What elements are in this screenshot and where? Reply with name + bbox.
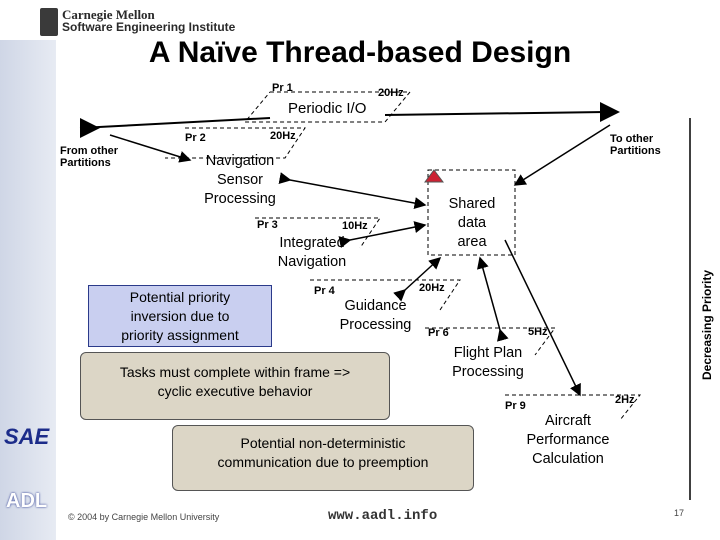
flight-plan-line: Processing	[452, 364, 524, 380]
guidance-line: Guidance	[344, 298, 407, 314]
aircraft-line: Aircraft	[545, 413, 591, 429]
io-rate: 20Hz	[378, 87, 404, 99]
guidance-box	[310, 279, 461, 311]
pr2-label: Pr 2	[185, 132, 206, 144]
note-line: priority assignment	[121, 327, 239, 343]
shared-data-line: area	[457, 234, 487, 250]
io-bus-right	[384, 111, 606, 116]
logo-line-1: Carnegie Mellon	[62, 7, 155, 22]
guidance-line: Processing	[339, 317, 412, 333]
flight-plan-task: Flight Plan Processing	[438, 344, 538, 382]
nav-sensor-line: Processing	[204, 191, 276, 207]
aircraft-box	[505, 394, 642, 421]
io-bus-left	[79, 117, 271, 129]
slide-title: A Naïve Thread-based Design	[148, 36, 572, 69]
integrated-nav-rate: 10Hz	[342, 220, 368, 232]
left-decorative-bar	[0, 40, 56, 540]
arrow-guidance-to-shared	[393, 256, 442, 302]
nav-sensor-box	[165, 127, 306, 159]
shared-data-area: Shared data area	[436, 195, 508, 252]
note-line: Potential priority	[129, 289, 231, 305]
arrow-shared-to-aircraft	[504, 239, 581, 397]
nav-sensor-line: Navigation	[205, 153, 275, 169]
arrow-integrated-to-shared	[338, 221, 427, 248]
note-line: Potential non-deterministic	[240, 435, 406, 451]
website-url: www.aadl.info	[328, 508, 438, 524]
to-partition-triangle	[600, 102, 620, 122]
to-other-partitions: To other Partitions	[610, 133, 661, 157]
aircraft-line: Performance	[526, 432, 610, 448]
shared-data-line: Shared	[448, 196, 496, 212]
shared-data-box	[427, 169, 516, 256]
nav-sensor-task: Navigation Sensor Processing	[185, 152, 295, 209]
guidance-rate: 20Hz	[419, 282, 445, 294]
sae-logo: SAE	[4, 424, 50, 449]
note-line: communication due to preemption	[217, 454, 429, 470]
page-number: 17	[674, 508, 685, 518]
adl-logo: ADL	[6, 490, 48, 512]
integrated-nav-line: Integrated	[279, 235, 345, 251]
shared-data-line: data	[457, 215, 487, 231]
frame-note: Tasks must complete within frame => cycl…	[80, 352, 390, 420]
aircraft-rate: 2Hz	[615, 394, 635, 406]
arrow-io-to-nav	[109, 134, 192, 163]
pr6-label: Pr 6	[428, 327, 449, 339]
priority-inversion-note: Potential priority inversion due to prio…	[88, 285, 272, 347]
integrated-nav-line: Navigation	[277, 254, 347, 270]
arrow-flight-to-shared	[477, 256, 509, 342]
cmu-logo-icon	[40, 8, 58, 36]
pr9-label: Pr 9	[505, 400, 526, 412]
nav-sensor-line: Sensor	[217, 172, 263, 188]
copyright: © 2004 by Carnegie Mellon University	[68, 512, 220, 522]
shared-data-icon	[424, 169, 444, 183]
from-other-partitions: From other Partitions	[60, 145, 119, 169]
logo-line-2: Software Engineering Institute	[62, 20, 236, 34]
note-line: Tasks must complete within frame =>	[119, 364, 351, 380]
arrow-nav-to-shared	[278, 172, 427, 209]
aircraft-task: Aircraft Performance Calculation	[512, 412, 624, 469]
decreasing-priority-label: Decreasing Priority	[700, 269, 714, 380]
pr3-label: Pr 3	[257, 219, 278, 231]
note-line: cyclic executive behavior	[157, 383, 313, 399]
arrow-io-to-shared	[513, 124, 611, 186]
pr1-label: Pr 1	[272, 82, 293, 94]
guidance-task: Guidance Processing	[328, 297, 423, 335]
io-bus	[243, 91, 412, 123]
cmu-logo: Carnegie Mellon Software Engineering Ins…	[62, 8, 235, 34]
pr4-label: Pr 4	[314, 285, 335, 297]
nondeterministic-note: Potential non-deterministic communicatio…	[172, 425, 474, 491]
integrated-nav-task: Integrated Navigation	[262, 234, 362, 272]
note-line: inversion due to	[130, 308, 230, 324]
flight-plan-line: Flight Plan	[453, 345, 523, 361]
flight-plan-rate: 5Hz	[528, 326, 548, 338]
aircraft-line: Calculation	[532, 451, 604, 467]
periodic-io-label: Periodic I/O	[288, 100, 367, 117]
nav-sensor-rate: 20Hz	[270, 130, 296, 142]
flight-plan-box	[425, 327, 556, 356]
